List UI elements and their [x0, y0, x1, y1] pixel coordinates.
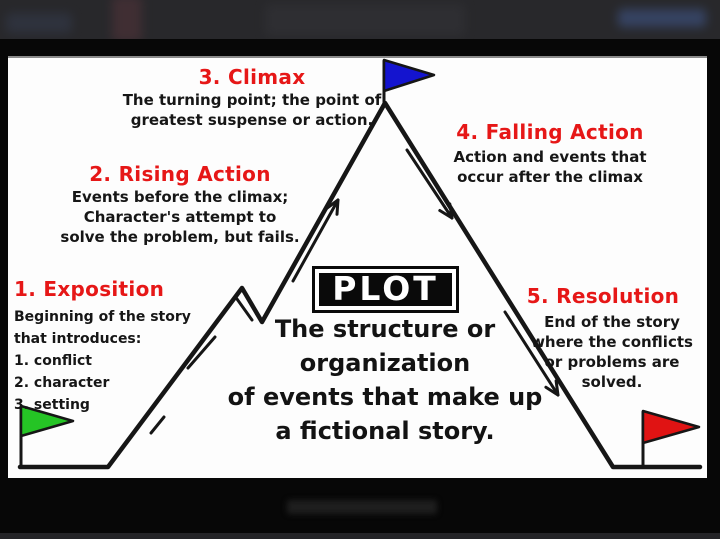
- stage-exposition-line: Beginning of the story: [14, 309, 191, 325]
- watermark-smudge: [287, 500, 437, 514]
- falling-arrow-upper: [405, 148, 454, 220]
- stage-resolution-line: End of the story: [544, 313, 680, 331]
- plot-definition-line: organization: [299, 349, 471, 377]
- stage-climax-heading: 3. Climax: [198, 65, 306, 89]
- rising-arrow: [291, 198, 340, 283]
- stage-rising-action: 2. Rising Action Events before the clima…: [55, 161, 305, 247]
- stage-resolution: 5. Resolution: [503, 283, 703, 309]
- stage-resolution-line: where the conflicts: [531, 333, 693, 351]
- stage-resolution-body: End of the story where the conflicts or …: [512, 312, 712, 392]
- climax-flag-icon: [382, 58, 436, 105]
- stage-exposition-line: 3. setting: [14, 397, 90, 413]
- stage-rising-line: Character's attempt to: [83, 208, 277, 226]
- blurred-smudge: [6, 13, 72, 33]
- falling-arrowhead: [544, 379, 560, 397]
- plot-title: PLOT: [332, 268, 439, 308]
- story-start-flag-icon: [19, 404, 75, 469]
- motion-mark: [235, 297, 254, 322]
- stage-resolution-line: solved.: [581, 373, 643, 391]
- stage-resolution-heading: 5. Resolution: [526, 284, 680, 308]
- stage-climax-line: greatest suspense or action.: [130, 111, 374, 129]
- plot-definition: The structure or organization of events …: [215, 312, 555, 448]
- blurred-smudge: [618, 9, 706, 27]
- stage-resolution-line: or problems are: [544, 353, 680, 371]
- blurred-smudge: [112, 0, 142, 39]
- stage-falling-line: Action and events that: [453, 148, 647, 166]
- plot-definition-line: of events that make up: [227, 383, 543, 411]
- falling-arrow-lower: [503, 310, 560, 397]
- stage-exposition-heading: 1. Exposition: [14, 277, 165, 301]
- stage-rising-line: Events before the climax;: [71, 188, 289, 206]
- story-end-flag-icon: [641, 409, 701, 469]
- stage-rising-line: solve the problem, but fails.: [60, 228, 300, 246]
- rising-arrowhead: [325, 198, 340, 216]
- stage-falling-action: 4. Falling Action Action and events that…: [420, 119, 680, 187]
- motion-mark: [149, 415, 166, 435]
- stage-exposition-line: that introduces:: [14, 331, 142, 347]
- plot-title-box: PLOT: [312, 266, 459, 313]
- top-video-bar: [0, 0, 720, 39]
- motion-mark: [186, 335, 217, 370]
- stage-rising-heading: 2. Rising Action: [89, 162, 271, 186]
- blurred-smudge: [265, 4, 465, 36]
- stage-climax-line: The turning point; the point of: [122, 91, 382, 109]
- stage-exposition-line: 2. character: [14, 375, 110, 391]
- stage-climax: 3. Climax The turning point; the point o…: [107, 64, 397, 130]
- plot-definition-line: a fictional story.: [275, 417, 495, 445]
- stage-falling-heading: 4. Falling Action: [456, 120, 644, 144]
- falling-arrowhead: [438, 202, 454, 220]
- stage-falling-line: occur after the climax: [457, 168, 643, 186]
- stage-exposition-line: 1. conflict: [14, 353, 92, 369]
- bottom-edge-strip: [0, 533, 720, 539]
- mountain-line: [17, 100, 703, 470]
- stage-exposition: 1. Exposition Beginning of the story tha…: [14, 276, 204, 416]
- plot-definition-line: The structure or: [274, 315, 496, 343]
